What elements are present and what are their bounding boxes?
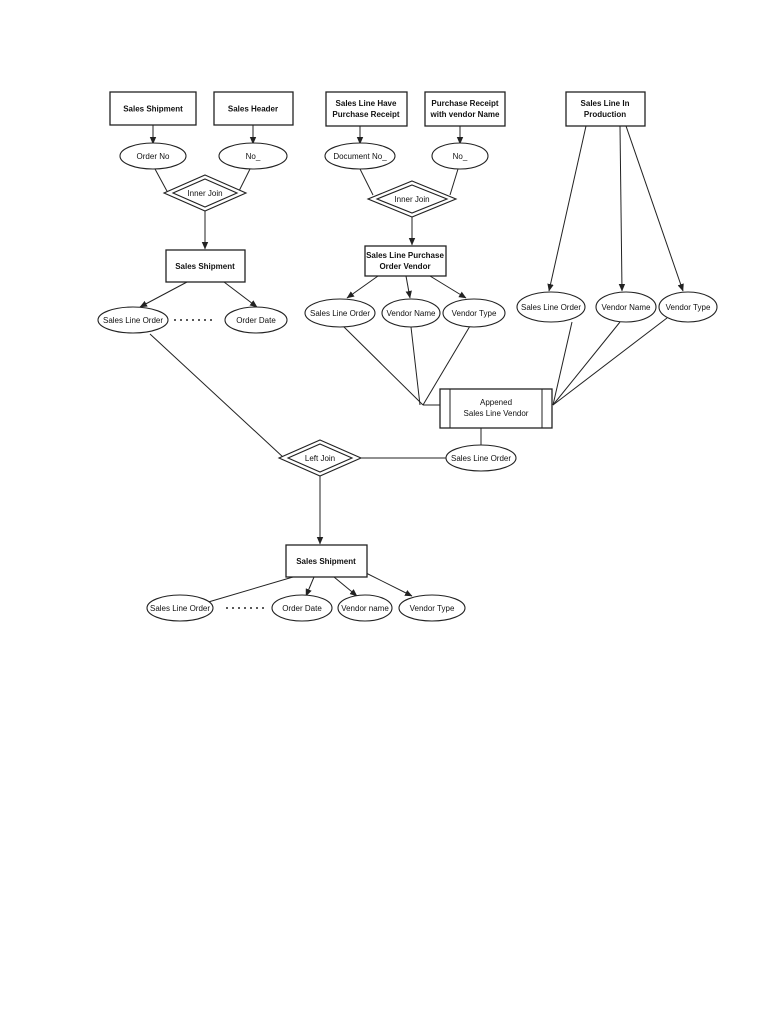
entity-purchase-receipt-with-vendor-name: Purchase Receipt with vendor Name: [424, 91, 506, 127]
attribute-label: Order Date: [236, 316, 276, 325]
attribute-shipment-order-date: Order Date: [224, 306, 288, 334]
edge-final-to-vendor-name: [333, 576, 358, 597]
edge-prod-vendor-name-to-appened: [552, 321, 621, 406]
attribute-label: Vendor Type: [666, 303, 711, 312]
entity-sales-shipment-bottom: Sales Shipment: [285, 544, 368, 578]
relationship-inner-join-right: Inner Join: [366, 180, 458, 218]
edge-vendor-name-to-appened: [410, 326, 421, 406]
entity-sales-header: Sales Header: [213, 91, 294, 126]
attribute-final-order-date: Order Date: [271, 594, 333, 622]
attribute-order-no: Order No: [119, 142, 187, 170]
entity-label: Sales Shipment: [123, 105, 183, 114]
edge-order-no-to-inner-join: [154, 168, 169, 194]
attribute-production-vendor-type: Vendor Type: [658, 291, 718, 323]
edge-final-to-sales-line-order: [204, 576, 294, 604]
attribute-final-vendor-type: Vendor Type: [398, 594, 466, 622]
entity-label: Sales Header: [228, 105, 278, 114]
attribute-final-vendor-name: Vendor name: [337, 594, 393, 622]
edge-po-vendor-to-vendor-name: [405, 275, 412, 299]
edge-prod-sales-line-order-to-appened: [552, 321, 573, 406]
attribute-povendor-vendor-type: Vendor Type: [442, 298, 506, 328]
attribute-shipment-sales-line-order: Sales Line Order: [97, 306, 169, 334]
relationship-left-join: Left Join: [277, 439, 363, 477]
attribute-label: Order No: [137, 152, 170, 161]
attribute-label: Sales Line Order: [150, 604, 210, 613]
edge-sales-line-order-to-left-join: [149, 333, 285, 459]
edge-prod-vendor-type-to-appened: [552, 317, 668, 406]
attribute-document-no: Document No_: [324, 142, 396, 170]
attribute-povendor-vendor-name: Vendor Name: [381, 298, 441, 328]
attribute-label: Vendor Name: [387, 309, 436, 318]
connectors: [139, 125, 684, 609]
entity-sales-line-have-purchase-receipt: Sales Line Have Purchase Receipt: [325, 91, 408, 127]
entity-label-line1: Sales Line Purchase: [366, 251, 444, 260]
attribute-production-vendor-name: Vendor Name: [595, 291, 657, 323]
edge-document-no-to-inner-join: [359, 168, 374, 196]
entity-label-line2: with vendor Name: [430, 110, 500, 119]
entity-label-line2: Production: [584, 110, 626, 119]
entity-sales-line-purchase-order-vendor: Sales Line Purchase Order Vendor: [364, 245, 447, 277]
entity-sales-shipment-top: Sales Shipment: [109, 91, 197, 126]
edge-shipment-to-order-date: [223, 281, 258, 308]
attribute-appened-sales-line-order: Sales Line Order: [445, 444, 517, 472]
entity-appened-sales-line-vendor: Appened Sales Line Vendor: [439, 388, 553, 429]
attribute-label: No_: [453, 152, 468, 161]
entity-label-line1: Sales Line Have: [336, 99, 397, 108]
attribute-label: Vendor Name: [602, 303, 651, 312]
entity-sales-line-in-production: Sales Line In Production: [565, 91, 646, 127]
entity-label-line2: Purchase Receipt: [332, 110, 399, 119]
edge-final-to-order-date: [305, 576, 315, 597]
relationship-label: Inner Join: [187, 189, 222, 198]
attribute-label: Vendor Type: [452, 309, 497, 318]
relationship-label: Inner Join: [394, 195, 429, 204]
attribute-label: Sales Line Order: [521, 303, 581, 312]
attribute-label: Vendor Type: [410, 604, 455, 613]
relationship-inner-join-left: Inner Join: [162, 174, 248, 212]
edge-production-to-vendor-type: [625, 125, 684, 292]
relationship-label: Left Join: [305, 454, 335, 463]
edge-sales-line-order-to-appened: [342, 325, 424, 406]
edge-no-to-inner-join-2: [449, 168, 459, 196]
attribute-label: Vendor name: [341, 604, 389, 613]
attribute-no-receipt: No_: [431, 142, 489, 170]
attribute-label: Order Date: [282, 604, 322, 613]
entity-label: Sales Shipment: [175, 262, 235, 271]
entity-label-line1: Sales Line In: [581, 99, 630, 108]
attribute-label: Document No_: [333, 152, 387, 161]
edge-po-vendor-to-sales-line-order: [346, 275, 379, 299]
edge-shipment-to-sales-line-order: [139, 281, 188, 308]
attribute-label: Sales Line Order: [451, 454, 511, 463]
edge-vendor-type-to-appened: [422, 325, 471, 406]
entity-sales-shipment-mid: Sales Shipment: [165, 249, 246, 283]
edge-po-vendor-to-vendor-type: [429, 275, 467, 299]
attribute-label: Sales Line Order: [103, 316, 163, 325]
entity-label-line1: Appened: [480, 398, 512, 407]
entity-label-line1: Purchase Receipt: [431, 99, 498, 108]
attribute-label: Sales Line Order: [310, 309, 370, 318]
edge-production-to-vendor-name: [618, 125, 626, 292]
attribute-final-sales-line-order: Sales Line Order: [146, 594, 214, 622]
attribute-label: No_: [246, 152, 261, 161]
attribute-production-sales-line-order: Sales Line Order: [516, 291, 586, 323]
edge-no-to-inner-join: [237, 168, 251, 194]
entity-label: Sales Shipment: [296, 557, 356, 566]
attribute-no-header: No_: [218, 142, 288, 170]
entity-label-line2: Order Vendor: [379, 262, 430, 271]
attribute-povendor-sales-line-order: Sales Line Order: [304, 298, 376, 328]
entity-label-line2: Sales Line Vendor: [464, 409, 529, 418]
edge-final-to-vendor-type: [365, 572, 413, 597]
edge-production-to-sales-line-order: [547, 125, 587, 292]
